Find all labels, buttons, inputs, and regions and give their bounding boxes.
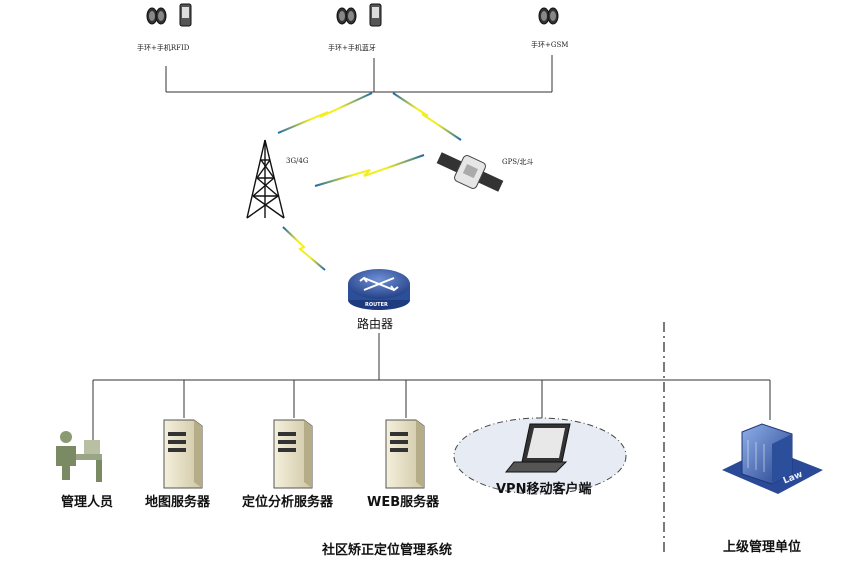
device-label-gsm: 手环+GSM xyxy=(531,41,569,49)
wireless-links xyxy=(277,92,462,271)
phone-icon xyxy=(369,3,382,27)
device-bus xyxy=(165,55,553,93)
router-badge: ROUTER xyxy=(365,302,388,308)
person-at-desk-icon xyxy=(56,431,102,482)
law-building-icon xyxy=(722,423,823,494)
manager-label: 管理人员 xyxy=(61,495,114,510)
server-icon xyxy=(385,419,425,489)
device-label-bluetooth: 手环+手机蓝牙 xyxy=(328,44,376,52)
cell-tower-icon xyxy=(246,139,285,219)
tower-label: 3G/4G xyxy=(286,157,309,165)
system-title: 社区矫正定位管理系统 xyxy=(322,543,453,558)
laptop-icon xyxy=(504,423,571,473)
server-icon xyxy=(273,419,313,489)
lan-bus xyxy=(92,333,771,440)
superior-title: 上级管理单位 xyxy=(723,540,802,555)
phone-icon xyxy=(179,3,192,27)
server-icon xyxy=(163,419,203,489)
satellite-icon xyxy=(436,152,504,192)
wristband-icon xyxy=(336,7,357,25)
device-label-rfid: 手环+手机RFID xyxy=(137,44,190,52)
map-server-label: 地图服务器 xyxy=(145,495,211,510)
satellite-label: GPS/北斗 xyxy=(502,158,534,166)
router-label: 路由器 xyxy=(357,317,394,331)
wristband-icon xyxy=(146,7,167,25)
web-server-label: WEB服务器 xyxy=(367,495,440,510)
vpn-client-label: VPN移动客户端 xyxy=(496,482,592,497)
wristband-icon xyxy=(538,7,559,25)
router-icon xyxy=(348,269,410,310)
location-server-label: 定位分析服务器 xyxy=(242,495,334,510)
